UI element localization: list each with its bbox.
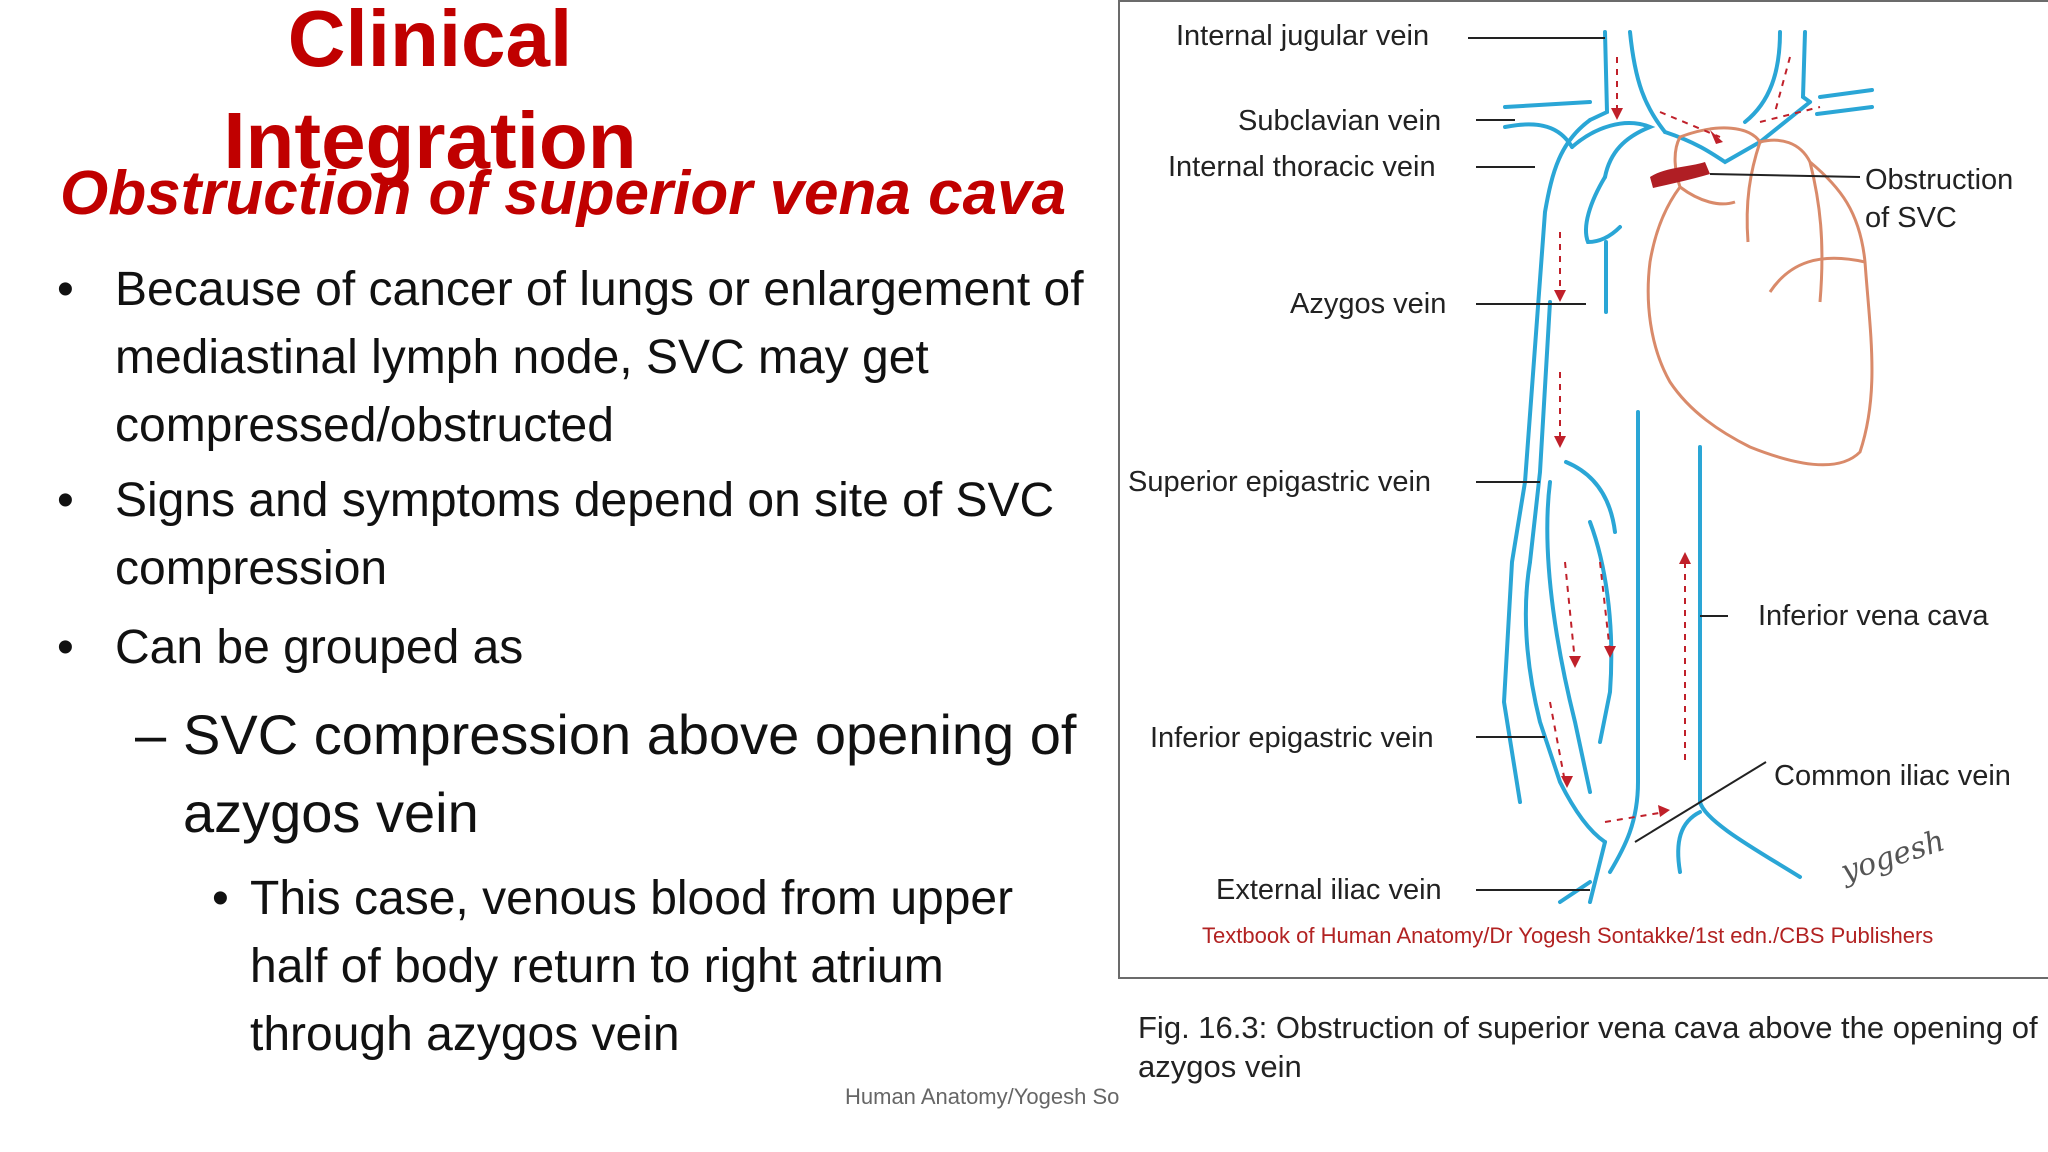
label-common-iliac: Common iliac vein: [1774, 760, 2011, 792]
anatomy-figure: Internal jugular vein Subclavian vein In…: [1118, 0, 2048, 979]
label-obstruction-line2: of SVC: [1865, 202, 1957, 234]
label-inferior-epigastric: Inferior epigastric vein: [1150, 722, 1434, 754]
bullet-text: Signs and symptoms depend on site of SVC…: [115, 474, 1055, 595]
figure-caption: Fig. 16.3: Obstruction of superior vena …: [1138, 1010, 2038, 1084]
figure-credit: Textbook of Human Anatomy/Dr Yogesh Sont…: [1202, 923, 1933, 948]
bullet-item: • Signs and symptoms depend on site of S…: [57, 467, 1105, 603]
bullet-marker: •: [57, 621, 74, 674]
label-inferior-vena-cava: Inferior vena cava: [1758, 600, 1989, 632]
bullet-item: • Because of cancer of lungs or enlargem…: [57, 256, 1105, 460]
bullet-marker: •: [212, 872, 229, 925]
bullet-text: Can be grouped as: [115, 621, 524, 674]
label-external-iliac: External iliac vein: [1216, 874, 1442, 906]
slide-title: Clinical Integration: [223, 0, 637, 185]
label-superior-epigastric: Superior epigastric vein: [1128, 466, 1431, 498]
dash-marker: –: [135, 703, 167, 766]
leader-lines: [1468, 37, 1861, 891]
bullet-marker: •: [57, 263, 74, 316]
slide-subtitle: Obstruction of superior vena cava: [60, 159, 1067, 228]
label-subclavian: Subclavian vein: [1238, 105, 1441, 137]
bullet-marker: •: [57, 474, 74, 527]
sub-sub-bullet-item: • This case, venous blood from upper hal…: [212, 865, 1100, 1069]
sub-bullet-text: SVC compression above opening of azygos …: [183, 703, 1077, 844]
slide-footer: Human Anatomy/Yogesh Sontakke: [845, 1084, 1120, 1109]
label-internal-thoracic: Internal thoracic vein: [1168, 151, 1436, 183]
bullet-item: • Can be grouped as: [57, 614, 1105, 682]
bullet-text: Because of cancer of lungs or enlargemen…: [115, 263, 1084, 452]
sub-bullet-item: – SVC compression above opening of azygo…: [135, 696, 1103, 852]
sub-sub-bullet-text: This case, venous blood from upper half …: [250, 872, 1014, 1061]
vein-network: [1501, 30, 1874, 904]
flow-arrows: [1549, 56, 1821, 823]
label-internal-jugular: Internal jugular vein: [1176, 20, 1429, 52]
author-signature: yogesh: [1835, 823, 1949, 890]
label-obstruction-line1: Obstruction: [1865, 164, 2013, 196]
arrow-heads: [1554, 108, 1723, 817]
label-azygos: Azygos vein: [1290, 288, 1446, 320]
svc-obstruction-diagram: Internal jugular vein Subclavian vein In…: [1128, 20, 2013, 948]
svc-obstruction-mark: [1650, 162, 1710, 188]
